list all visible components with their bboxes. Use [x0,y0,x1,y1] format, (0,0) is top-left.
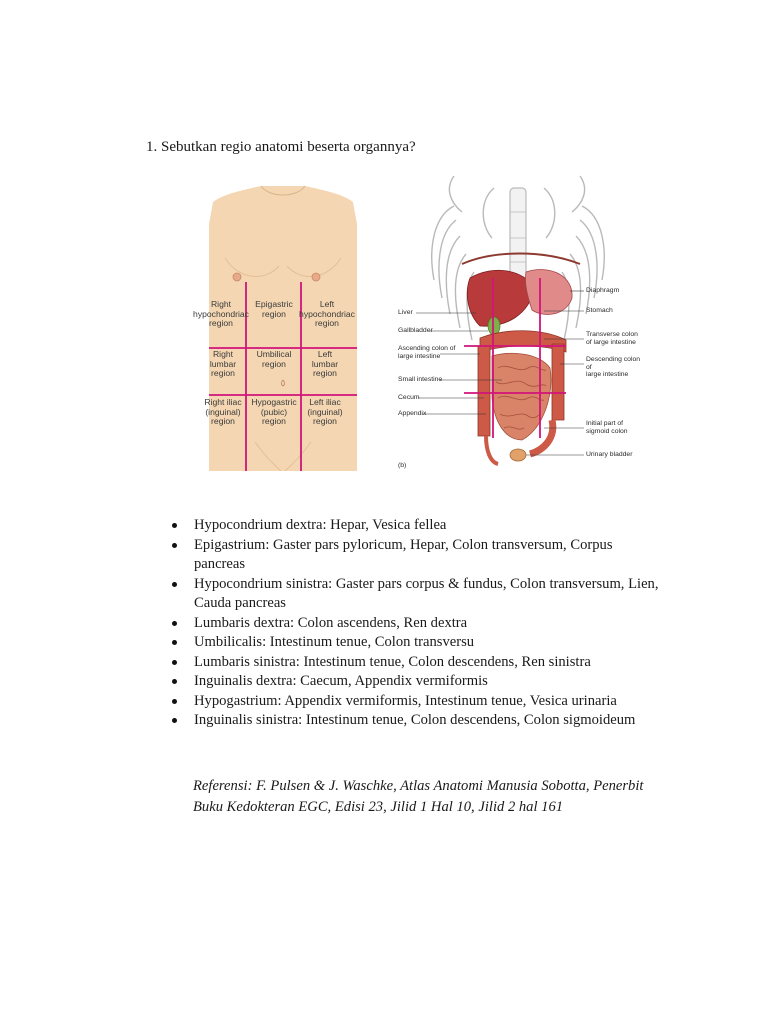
torso-illustration [209,185,357,471]
region-label-hypogastric: Hypogastric(pubic)region [251,397,297,426]
label-urinary-bladder: Urinary bladder [586,451,633,458]
panel-tag: (b) [398,462,407,469]
list-item: Lumbaris sinistra: Intestinum tenue, Col… [170,653,660,673]
label-cecum: Cecum [398,394,420,401]
label-small-intestine: Small intestine [398,376,443,383]
list-item: Hypogastrium: Appendix vermiformis, Inte… [170,692,660,712]
region-label-right-iliac: Right iliac(inguinal)region [204,397,242,426]
label-appendix: Appendix [398,410,427,417]
region-label-left-iliac: Left iliac(inguinal)region [307,397,343,426]
label-liver: Liver [398,309,413,316]
label-stomach: Stomach [586,307,613,314]
label-diaphragm: Diaphragm [586,287,620,294]
organs-illustration [416,175,605,466]
reference-text: Referensi: F. Pulsen & J. Waschke, Atlas… [193,778,644,815]
list-item: Hypocondrium dextra: Hepar, Vesica felle… [170,516,660,536]
list-item: Lumbaris dextra: Colon ascendens, Ren de… [170,614,660,634]
list-item: Hypocondrium sinistra: Gaster pars corpu… [170,575,660,614]
list-item: Inguinalis dextra: Caecum, Appendix verm… [170,672,660,692]
list-item: Umbilicalis: Intestinum tenue, Colon tra… [170,633,660,653]
organ-list: Hypocondrium dextra: Hepar, Vesica felle… [170,516,660,731]
list-item: Epigastrium: Gaster pars pyloricum, Hepa… [170,536,660,575]
label-gallbladder: Gallbladder [398,327,433,334]
question-text: 1. Sebutkan regio anatomi beserta organn… [146,139,416,155]
list-item: Inguinalis sinistra: Intestinum tenue, C… [170,711,660,731]
